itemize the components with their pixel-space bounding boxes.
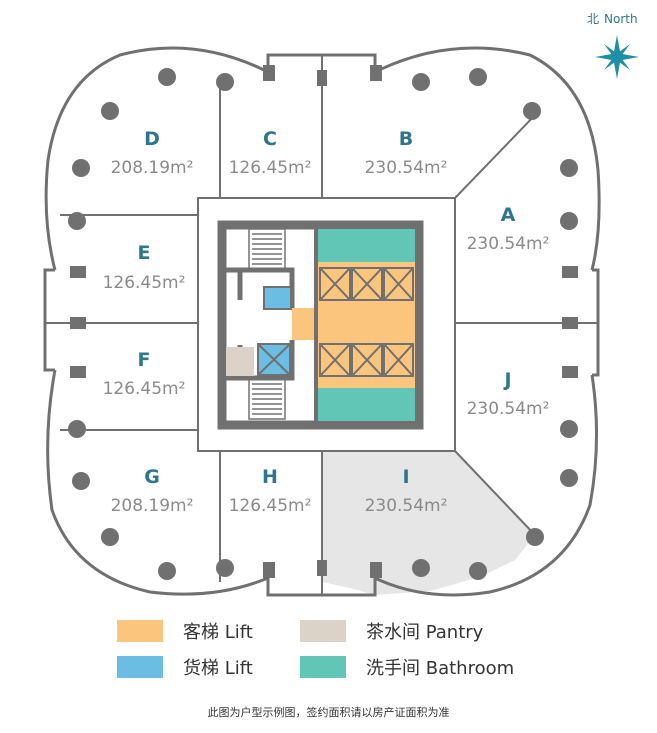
freight-lift-north (263, 286, 292, 310)
floor-plan: D 208.19m² C 126.45m² B 230.54m² A 230.5… (43, 12, 639, 597)
svg-text:D: D (144, 128, 160, 150)
svg-text:230.54m²: 230.54m² (365, 496, 448, 516)
unit-label-h: H 126.45m² (229, 466, 312, 516)
svg-text:B: B (399, 128, 413, 150)
stairs (248, 228, 286, 420)
legend-pantry: 茶水间 Pantry (300, 618, 483, 644)
legend-swatch-pantry (300, 620, 346, 642)
svg-text:126.45m²: 126.45m² (229, 496, 312, 516)
compass: 北 North (587, 12, 639, 79)
legend-bathroom: 洗手间 Bathroom (300, 654, 514, 680)
legend-label-passenger-lift: 客梯 Lift (183, 622, 253, 643)
svg-text:126.45m²: 126.45m² (103, 379, 186, 399)
unit-label-a: A 230.54m² (467, 204, 550, 254)
unit-label-j: J 230.54m² (467, 369, 550, 419)
north-label-cn: 北 (587, 12, 599, 26)
svg-text:H: H (262, 466, 278, 488)
svg-text:208.19m²: 208.19m² (111, 496, 194, 516)
unit-label-b: B 230.54m² (365, 128, 448, 178)
unit-label-f: F 126.45m² (103, 349, 186, 399)
svg-text:I: I (402, 466, 409, 488)
core-corridor (292, 308, 316, 340)
unit-i-highlight (322, 451, 535, 595)
legend-label-pantry: 茶水间 Pantry (366, 622, 484, 643)
passenger-lifts (319, 267, 414, 377)
unit-label-g: G 208.19m² (111, 466, 194, 516)
legend-swatch-passenger-lift (117, 620, 163, 642)
columns (68, 65, 578, 580)
legend-swatch-bathroom (300, 656, 346, 678)
pantry (226, 347, 254, 376)
svg-text:126.45m²: 126.45m² (229, 158, 312, 178)
legend-passenger-lift: 客梯 Lift (117, 618, 253, 644)
compass-star-icon (595, 35, 639, 79)
bathroom-south (316, 388, 415, 421)
legend-swatch-freight-lift (117, 656, 163, 678)
north-label-en: North (604, 12, 638, 26)
unit-label-d: D 208.19m² (111, 128, 194, 178)
unit-label-i: I 230.54m² (365, 466, 448, 516)
bathroom-north (316, 229, 415, 262)
footnote: 此图为户型示例图，签约面积请以房产证面积为准 (207, 706, 450, 719)
svg-text:J: J (502, 369, 511, 391)
svg-text:230.54m²: 230.54m² (467, 234, 550, 254)
svg-text:F: F (138, 349, 151, 371)
partition-walls (45, 55, 598, 595)
svg-text:C: C (263, 128, 277, 150)
svg-text:230.54m²: 230.54m² (365, 158, 448, 178)
svg-text:230.54m²: 230.54m² (467, 399, 550, 419)
unit-label-e: E 126.45m² (103, 242, 186, 293)
unit-label-c: C 126.45m² (229, 128, 312, 178)
legend-label-bathroom: 洗手间 Bathroom (366, 658, 515, 679)
svg-text:G: G (144, 466, 160, 488)
core-inner-wall (217, 220, 424, 430)
legend-freight-lift: 货梯 Lift (117, 654, 253, 680)
svg-text:208.19m²: 208.19m² (111, 158, 194, 178)
legend-label-freight-lift: 货梯 Lift (183, 658, 253, 679)
svg-text:A: A (501, 204, 516, 226)
svg-text:E: E (138, 242, 151, 264)
svg-text:126.45m²: 126.45m² (103, 273, 186, 293)
